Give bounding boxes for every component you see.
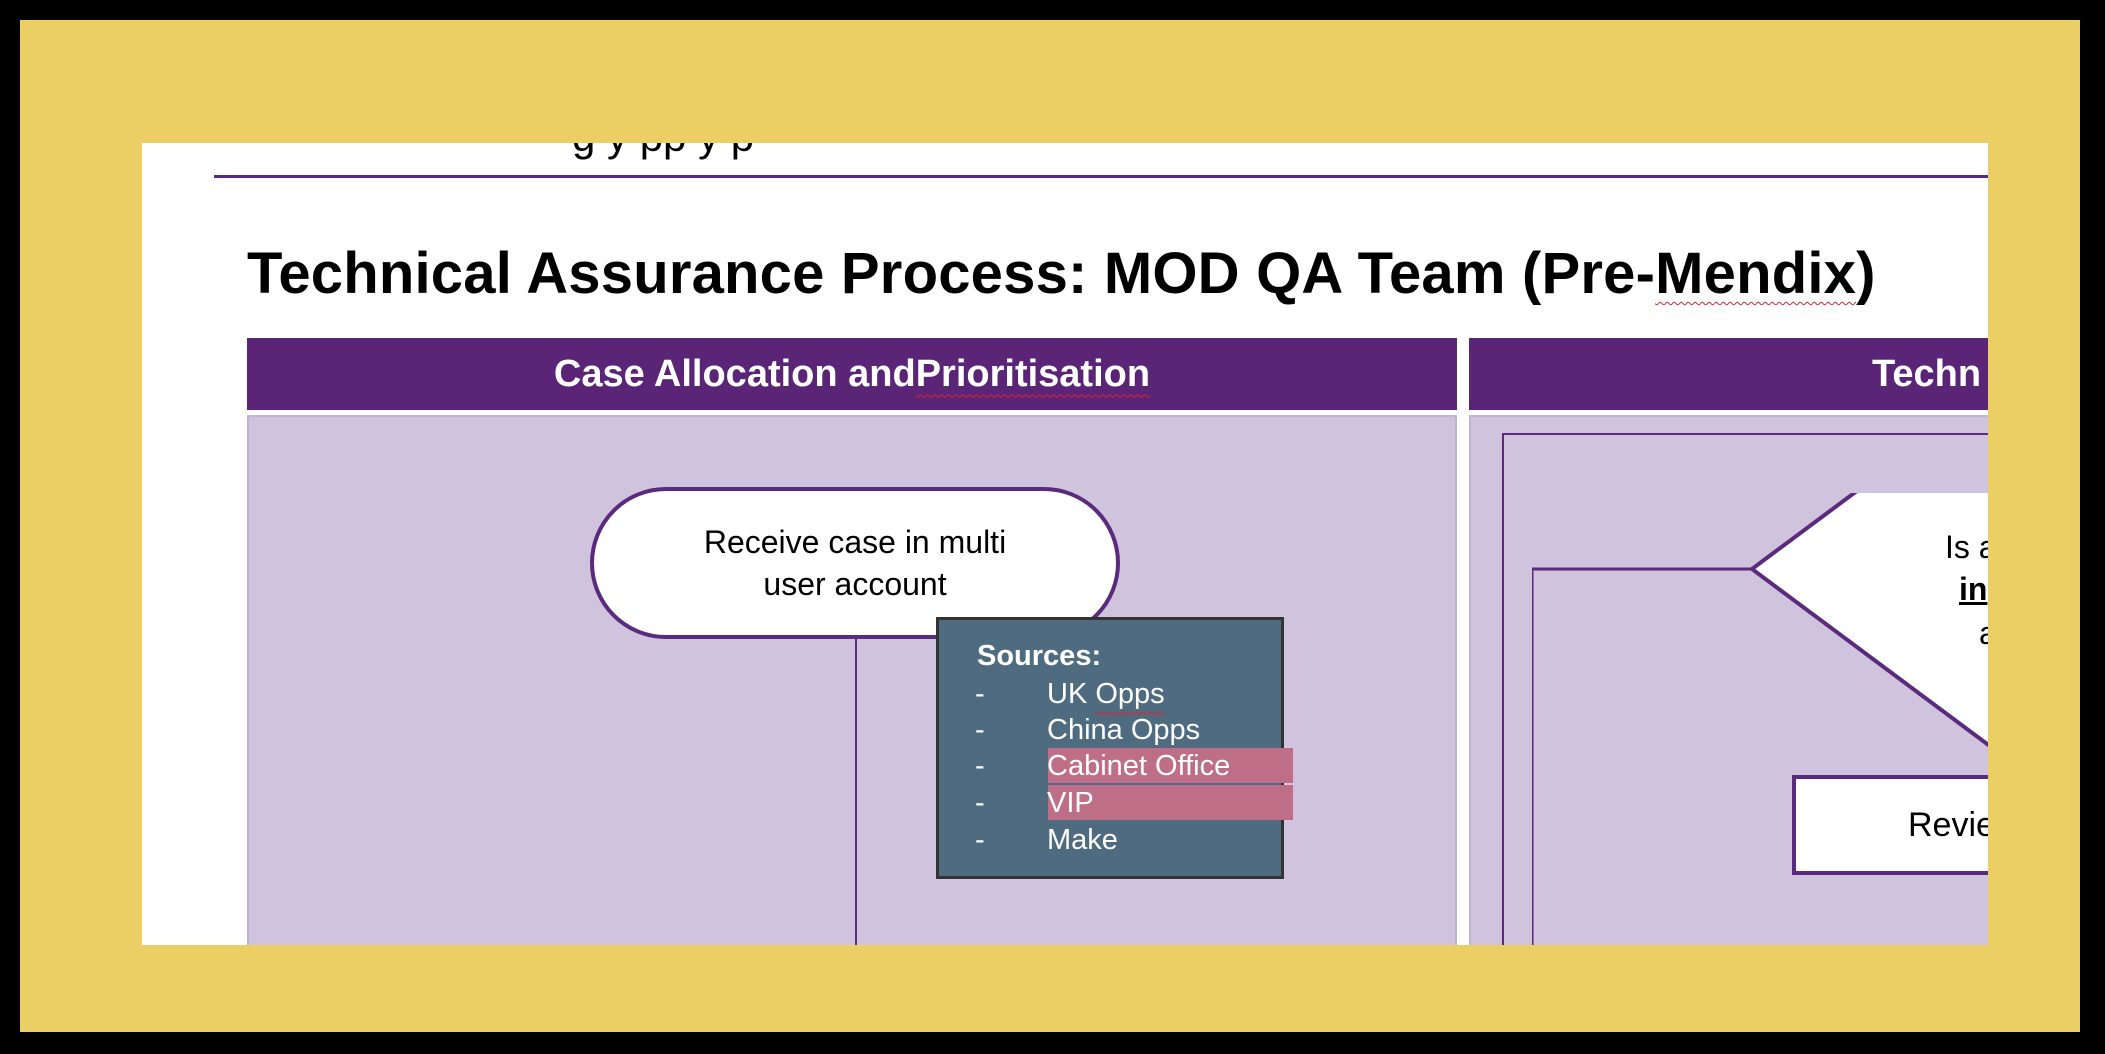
source-dash: - [975, 787, 985, 819]
review-node: Revie [1792, 775, 1988, 875]
source-label-spellcheck-word: Opps [1130, 714, 1201, 746]
source-label: China Opps [1047, 714, 1200, 747]
technical-group-box [1502, 433, 1988, 945]
lane-header-case-allocation: Case Allocation and Prioritisation [247, 338, 1457, 410]
connector-line [855, 639, 857, 945]
source-dash: - [975, 824, 985, 856]
decision-text-line: in [1959, 571, 1988, 607]
source-item: - Make [975, 824, 1275, 858]
source-item: - China Opps [975, 714, 1275, 748]
source-label-spellcheck-word: Opps [1095, 678, 1165, 710]
source-dash: - [975, 678, 985, 710]
source-label-prefix: China [1047, 714, 1131, 746]
source-item-highlighted: - Cabinet Office [975, 748, 1293, 784]
slide-canvas: g y pp y p Technical Assurance Process: … [142, 143, 1988, 945]
lane-header-spellcheck-word: Prioritisation [915, 352, 1151, 395]
no-branch-connector [1532, 567, 1752, 945]
highlight-bar [1048, 748, 1293, 783]
highlight-bar [1048, 785, 1293, 820]
sources-title: Sources: [977, 640, 1102, 672]
cropped-top-text: g y pp y p [572, 143, 754, 161]
source-label: Cabinet Office [1047, 750, 1231, 782]
decision-text-line: a [1979, 615, 1988, 651]
decision-diamond [1532, 493, 1988, 945]
decision-shape [1748, 493, 1988, 748]
decision-text-line: Is a [1945, 529, 1988, 565]
page-title: Technical Assurance Process: MOD QA Team… [247, 240, 1876, 307]
start-node-label: Receive case in multi user account [703, 524, 1007, 602]
source-label: VIP [1047, 787, 1094, 819]
start-node: Receive case in multi user account [590, 487, 1120, 639]
source-item-highlighted: - VIP [975, 785, 1293, 821]
source-label-prefix: UK [1047, 678, 1096, 710]
source-label: UK Opps [1047, 678, 1165, 711]
source-label: Make [1047, 824, 1118, 856]
lane-header-prefix: Case Allocation and [553, 352, 916, 395]
sources-box: Sources: - UK Opps - China Opps - Cabine… [936, 617, 1293, 879]
title-spellcheck-word: Mendix [1655, 241, 1857, 306]
lane-header-technical: Techn [1469, 338, 1988, 410]
source-dash: - [975, 750, 985, 782]
title-rule [214, 175, 1988, 178]
outer-frame: g y pp y p Technical Assurance Process: … [20, 20, 2080, 1032]
source-dash: - [975, 714, 985, 746]
title-suffix: ) [1856, 241, 1876, 306]
title-prefix: Technical Assurance Process: MOD QA Team… [247, 241, 1656, 306]
source-item: - UK Opps [975, 678, 1275, 712]
